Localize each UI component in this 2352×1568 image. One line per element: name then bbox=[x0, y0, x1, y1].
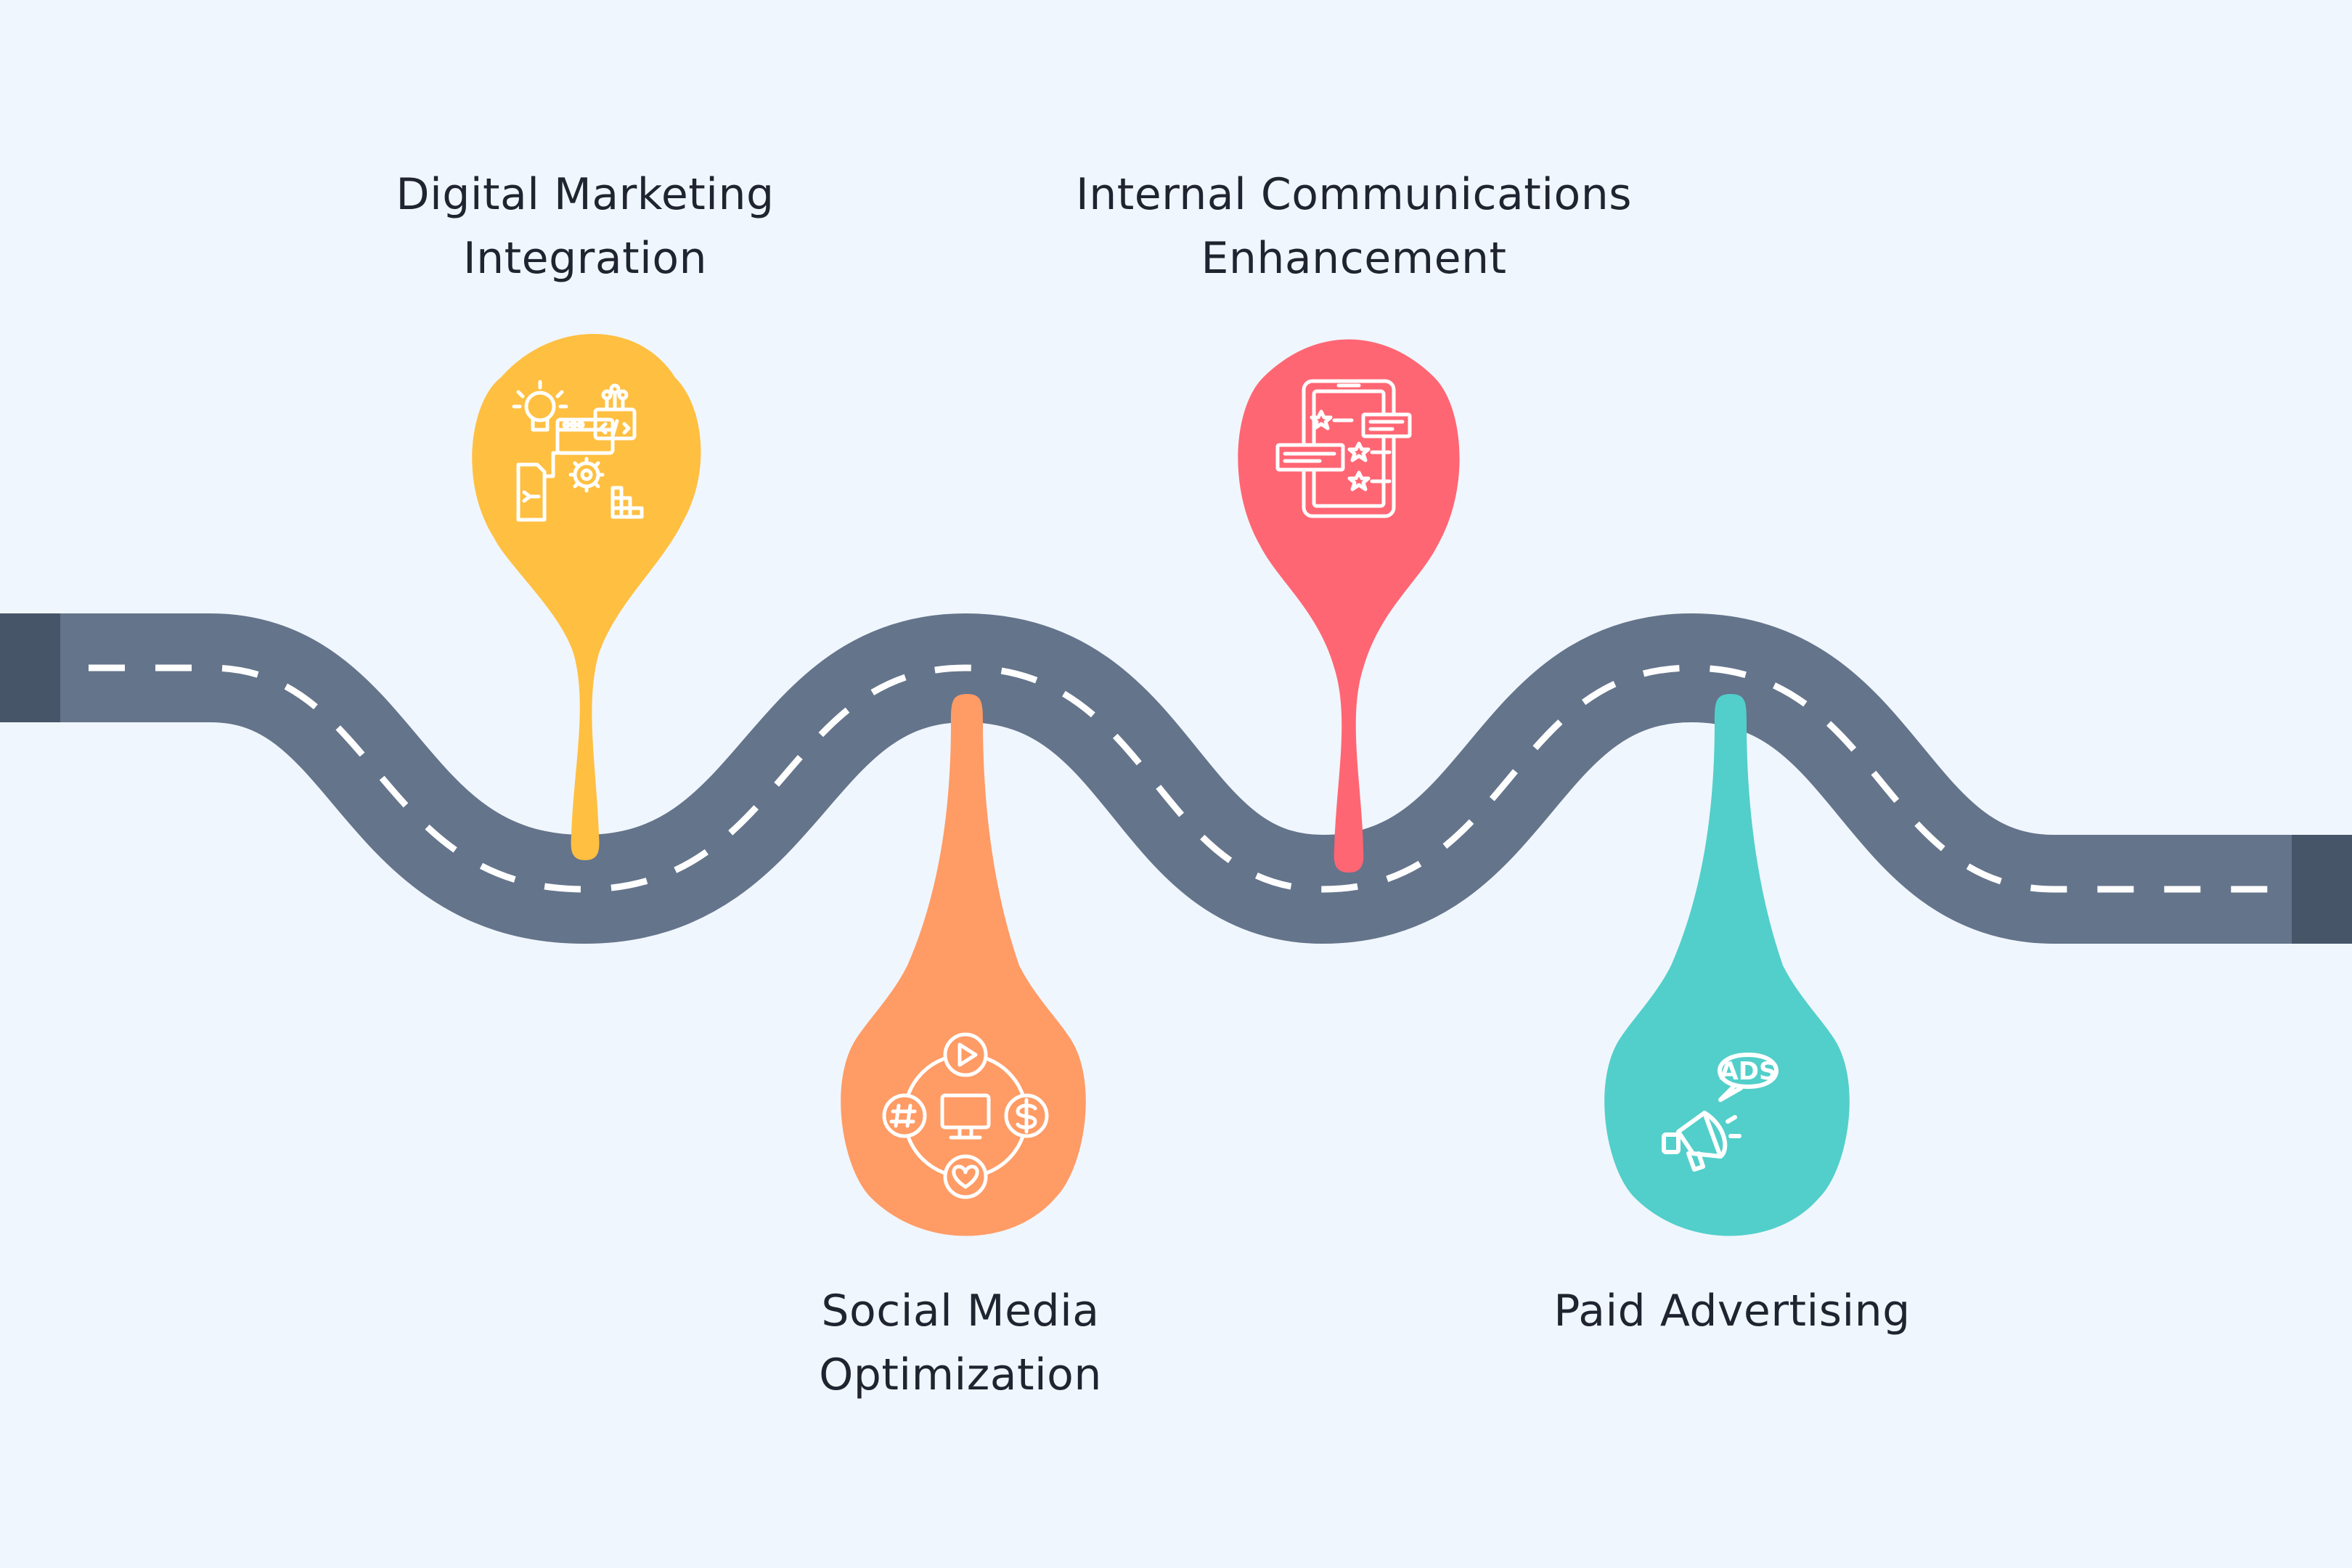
label-line: Digital Marketing bbox=[396, 169, 775, 220]
label-digital-marketing-integration: Digital Marketing Integration bbox=[222, 163, 948, 290]
milestone-paid-advertising: ADS bbox=[1604, 694, 1850, 1236]
ads-text: ADS bbox=[1719, 1057, 1776, 1086]
megaphone-ads-icon: ADS bbox=[1662, 1053, 1779, 1172]
label-line: Enhancement bbox=[1201, 233, 1507, 284]
road-surface bbox=[58, 613, 2294, 944]
label-social-media-optimization: Social Media Optimization bbox=[597, 1279, 1323, 1407]
lane-markings bbox=[58, 664, 2294, 893]
label-line: Internal Communications bbox=[1076, 169, 1632, 220]
pin-marker-digital bbox=[472, 334, 701, 860]
label-paid-advertising: Paid Advertising bbox=[1369, 1279, 2095, 1343]
tablet-chat-icon bbox=[1275, 379, 1412, 518]
pin-marker-internal bbox=[1238, 339, 1460, 873]
label-line: Paid Advertising bbox=[1553, 1286, 1911, 1336]
label-internal-communications-enhancement: Internal Communications Enhancement bbox=[991, 163, 1717, 290]
label-line: Social Media bbox=[821, 1286, 1100, 1336]
digital-integration-icon bbox=[512, 380, 644, 522]
label-line: Optimization bbox=[819, 1349, 1102, 1400]
milestone-internal-communications bbox=[1238, 339, 1460, 873]
label-line: Integration bbox=[462, 233, 708, 284]
pin-marker-social bbox=[841, 694, 1086, 1236]
milestone-social-media bbox=[841, 694, 1086, 1236]
social-media-hub-icon bbox=[882, 1032, 1049, 1199]
milestone-digital-marketing bbox=[472, 334, 701, 860]
road-end-left bbox=[0, 613, 60, 722]
road-end-right bbox=[2292, 835, 2352, 944]
road bbox=[0, 613, 2352, 944]
pin-marker-paid bbox=[1604, 694, 1850, 1236]
